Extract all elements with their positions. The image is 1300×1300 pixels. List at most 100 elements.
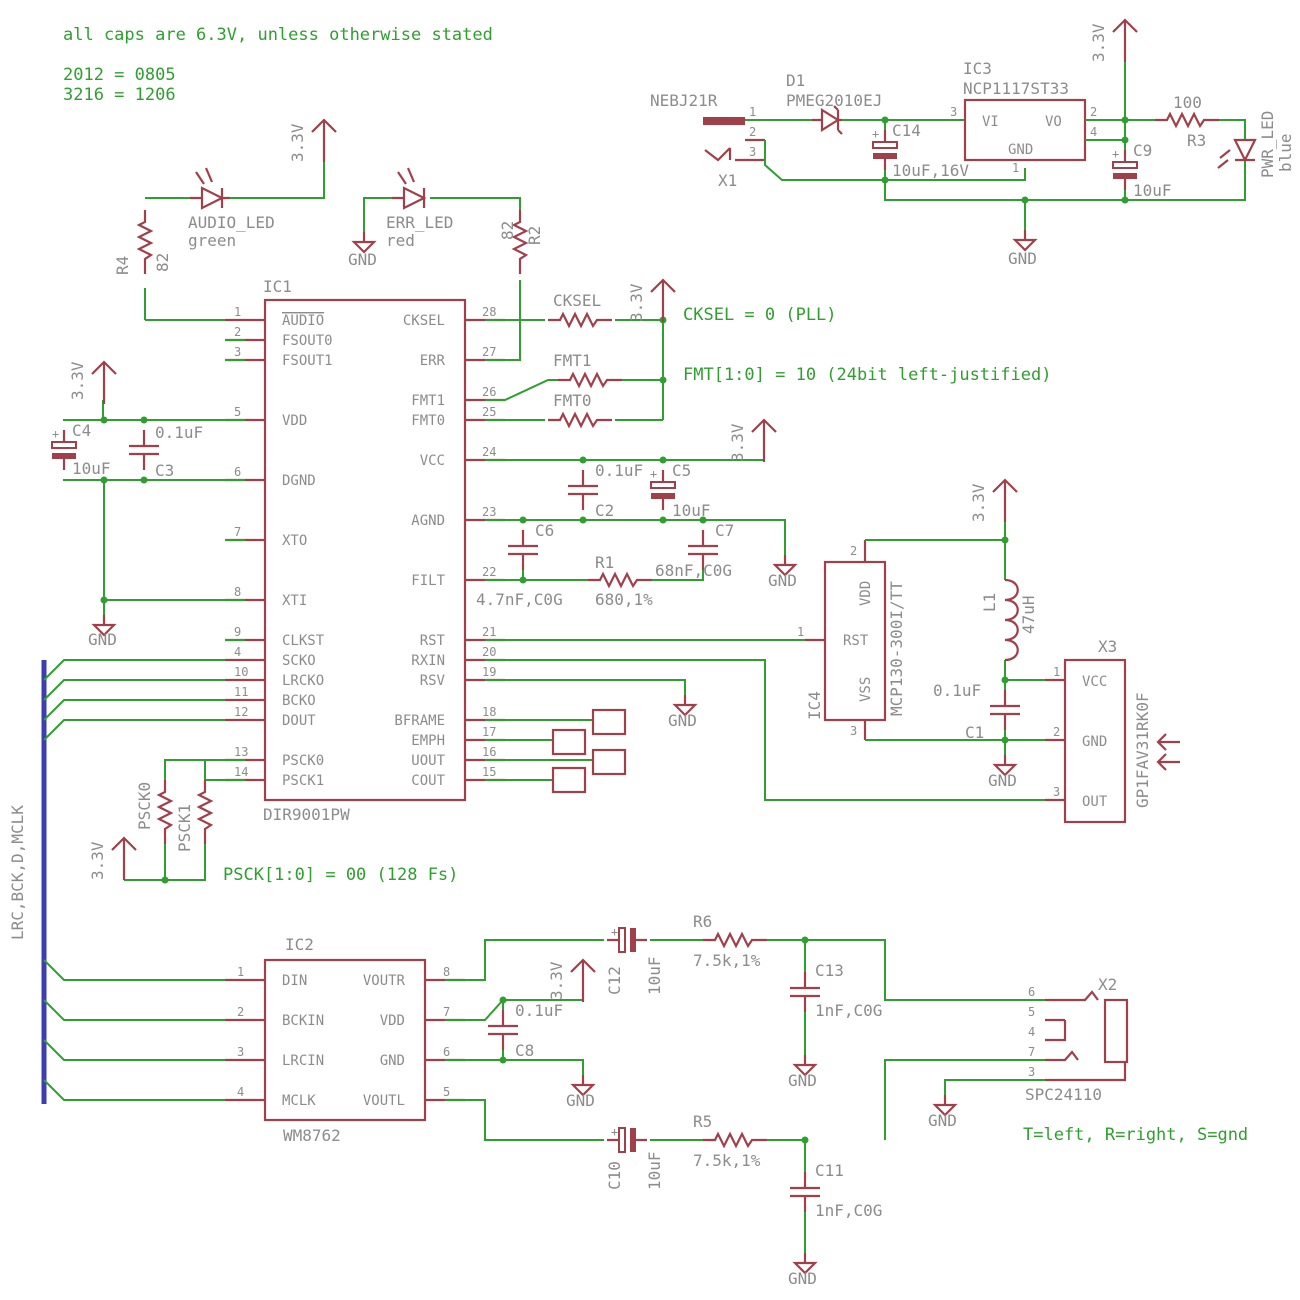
c6-value: 4.7nF,C0G	[476, 590, 563, 609]
svg-text:3: 3	[850, 724, 857, 738]
pin-number: 1	[234, 305, 241, 319]
pin-number: 13	[234, 745, 248, 759]
pin-number: 6	[443, 1045, 450, 1059]
pin-name: PSCK0	[282, 753, 324, 769]
psck1-label: PSCK1	[175, 804, 194, 852]
pin-name: DIN	[282, 973, 307, 989]
svg-text:+: +	[611, 1125, 618, 1139]
c13-gnd-label: GND	[788, 1071, 817, 1090]
c7-ref: C7	[715, 521, 734, 540]
svg-text:+: +	[650, 467, 657, 481]
ic3-regulator: VI VO GND 3 2 4 1 IC3 NCP1117ST33	[950, 59, 1097, 175]
pin-name: SCKO	[282, 653, 316, 669]
pin-number: 8	[234, 585, 241, 599]
d1-ref: D1	[786, 71, 805, 90]
err-led-color: red	[386, 231, 415, 250]
svg-text:VCC: VCC	[1082, 674, 1107, 690]
svg-text:+: +	[611, 925, 618, 939]
c11-ref: C11	[815, 1161, 844, 1180]
svg-text:2: 2	[850, 544, 857, 558]
pin-number: 2	[237, 1005, 244, 1019]
r6-value: 7.5k,1%	[693, 951, 761, 970]
ic4-ref: IC4	[805, 691, 824, 720]
pin-number: 10	[234, 665, 248, 679]
pin-number: 25	[482, 405, 496, 419]
agnd-gnd-label: GND	[768, 571, 797, 590]
audio-led-name: AUDIO_LED	[188, 213, 275, 232]
r5-value: 7.5k,1%	[693, 1151, 761, 1170]
pin-name: VDD	[282, 413, 307, 429]
x3-gnd-label: GND	[988, 771, 1017, 790]
pin-name: EMPH	[411, 733, 445, 749]
pin-number: 11	[234, 685, 248, 699]
svg-text:VSS: VSS	[858, 677, 874, 702]
pin-name: BFRAME	[394, 713, 445, 729]
pin-number: 4	[237, 1085, 244, 1099]
r1-value: 680,1%	[595, 590, 653, 609]
pin-number: 20	[482, 645, 496, 659]
svg-text:1: 1	[749, 105, 756, 119]
c1-value: 0.1uF	[933, 681, 981, 700]
x3-ref: X3	[1098, 637, 1117, 656]
reg-vcc-label: 3.3V	[1089, 23, 1108, 62]
pin-number: 2	[234, 325, 241, 339]
c5-value: 10uF	[672, 501, 711, 520]
rsv-gnd-label: GND	[668, 711, 697, 730]
c11-gnd-label: GND	[788, 1269, 817, 1288]
r-fmt1-label: FMT1	[553, 351, 592, 370]
pin-name: MCLK	[282, 1093, 316, 1109]
x3-receiver: 1 2 3 VCC GND OUT X3 GP1FAV31RK0F	[1045, 637, 1180, 824]
x2-part: SPC24110	[1025, 1085, 1102, 1104]
svg-text:1: 1	[1012, 161, 1019, 175]
c2-ref: C2	[595, 501, 614, 520]
pin-name: BCKIN	[282, 1013, 324, 1029]
pin-name: ERR	[420, 353, 446, 369]
r6-ref: R6	[693, 912, 712, 931]
svg-text:1: 1	[1053, 665, 1060, 679]
pin-number: 7	[443, 1005, 450, 1019]
pin-number: 5	[443, 1085, 450, 1099]
x1-part: NEBJ21R	[650, 91, 718, 110]
l1-value: 47uH	[1019, 595, 1038, 634]
c14-value: 10uF,16V	[892, 161, 969, 180]
ic2-gnd-label: GND	[566, 1091, 595, 1110]
svg-text:3: 3	[950, 105, 957, 119]
pin-number: 24	[482, 445, 496, 459]
svg-text:+: +	[1112, 147, 1119, 161]
psck0-label: PSCK0	[135, 782, 154, 830]
pin-name: BCKO	[282, 693, 316, 709]
pin-number: 22	[482, 565, 496, 579]
pin-name: VDD	[380, 1013, 405, 1029]
svg-text:4: 4	[1090, 125, 1097, 139]
ic3-part: NCP1117ST33	[963, 79, 1069, 98]
x3-part: GP1FAV31RK0F	[1133, 692, 1152, 808]
note-cksel: CKSEL = 0 (PLL)	[683, 305, 837, 325]
ic1-dir9001: IC1 DIR9001PW 1AUDIO2FSOUT03FSOUT15VDD6D…	[225, 277, 505, 824]
pin-name: RST	[420, 633, 446, 649]
pin-name: RXIN	[411, 653, 445, 669]
c12-ref: C12	[605, 966, 624, 995]
c3-value: 0.1uF	[155, 423, 203, 442]
ic4-part: MCP130-300I/TT	[887, 581, 906, 716]
c5-ref: C5	[672, 461, 691, 480]
ic1-ref: IC1	[263, 277, 292, 296]
svg-text:2: 2	[1053, 725, 1060, 739]
c8-value: 0.1uF	[515, 1001, 563, 1020]
x2-ref: X2	[1098, 975, 1117, 994]
svg-text:+: +	[52, 427, 59, 441]
svg-text:4: 4	[1028, 1025, 1035, 1039]
c2-value: 0.1uF	[595, 461, 643, 480]
svg-text:GND: GND	[1082, 734, 1107, 750]
pin-number: 12	[234, 705, 248, 719]
pin-number: 26	[482, 385, 496, 399]
pin-number: 27	[482, 345, 496, 359]
err-gnd-label: GND	[348, 250, 377, 269]
pin-number: 18	[482, 705, 496, 719]
svg-text:VDD: VDD	[858, 581, 874, 606]
svg-text:GND: GND	[1008, 142, 1033, 158]
pin-name: PSCK1	[282, 773, 324, 789]
svg-text:+: +	[872, 127, 879, 141]
note-fmt: FMT[1:0] = 10 (24bit left-justified)	[683, 365, 1051, 385]
